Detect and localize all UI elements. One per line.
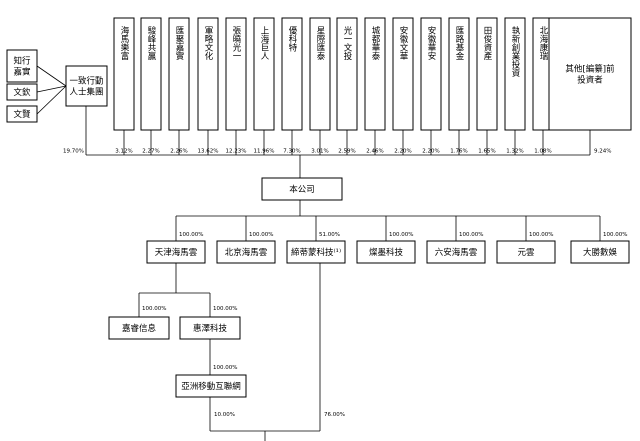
subsidiary-pct-2: 100.00%: [249, 232, 273, 238]
shareholding-pct-11: 2.46%: [366, 149, 383, 155]
subsidiary-pct-7: 100.00%: [603, 232, 627, 238]
shareholder-box-5-label: 張曉光一: [231, 26, 241, 60]
subsidiary-box-1-label: 天津海馬雲: [155, 247, 198, 258]
connector-person3-group: [36, 85, 67, 115]
shareholder-box-12-label: 安徽華安: [426, 25, 436, 61]
shareholder-box-7-label: 優科特: [287, 25, 297, 51]
subsidiary-box-2: [216, 240, 276, 264]
shareholding-pct-17: 1.08%: [534, 149, 551, 155]
asia-mobile-pct: 100.00%: [213, 365, 237, 371]
shareholding-pct-5: 13.62%: [198, 149, 219, 155]
shareholding-pct-6: 12.23%: [226, 149, 247, 155]
other-investors-box-label: 其他[編纂]前: [565, 64, 615, 75]
tianjin-child-box-2-label: 惠澤科技: [193, 323, 228, 334]
shareholder-box-6-label: 上海巨人: [259, 26, 269, 60]
shareholding-pct-12: 2.20%: [394, 149, 411, 155]
shareholder-box-8-label: 星際匯泰: [315, 26, 325, 60]
asia-mobile-box: [175, 374, 247, 398]
person-box-1: [6, 49, 38, 83]
concert-group-box-label: 人士集團: [69, 87, 103, 98]
shareholder-box-11-label: 安徽文華: [398, 25, 408, 60]
shareholding-pct-18: 9.24%: [594, 149, 611, 155]
company-box-label: 本公司: [289, 184, 315, 195]
tianjin-child-pct-1: 100.00%: [142, 306, 166, 312]
shareholding-pct-9: 3.01%: [311, 149, 328, 155]
subsidiary-box-4: [356, 240, 416, 264]
subsidiary-pct-4: 100.00%: [389, 232, 413, 238]
shareholder-box-3-label: 匯聚嘉實: [174, 26, 184, 61]
tianjin-child-box-1-label: 嘉睿信息: [122, 323, 157, 334]
subsidiary-box-3-label: 締蒂蒙科技⁽¹⁾: [291, 247, 341, 258]
subsidiary-pct-5: 100.00%: [459, 232, 483, 238]
shareholder-box-16-label: 北海康瑞: [538, 26, 548, 60]
shareholding-pct-14: 1.76%: [450, 149, 467, 155]
shareholder-box-9-label: 光一文投: [342, 25, 352, 61]
subsidiary-box-5-label: 六安海馬雲: [435, 247, 478, 258]
subsidiary-box-7-label: 大勝數娛: [583, 247, 618, 258]
shareholding-pct-15: 1.65%: [478, 149, 495, 155]
other-investors-box: [548, 17, 632, 131]
subsidiary-box-4-label: 燦墨科技: [369, 247, 404, 258]
person-box-2-label: 文欽: [13, 87, 31, 98]
bottom-pct-2: 76.00%: [324, 412, 345, 418]
shareholding-pct-13: 2.20%: [422, 149, 439, 155]
tianjin-child-box-1: [108, 316, 170, 340]
shareholder-box-10-label: 城都華泰: [370, 26, 380, 60]
subsidiary-pct-6: 100.00%: [529, 232, 553, 238]
other-investors-box-label: 投資者: [577, 75, 603, 86]
subsidiary-pct-3: 51.00%: [319, 232, 340, 238]
shareholding-pct-1: 19.70%: [63, 149, 84, 155]
company-box: [261, 177, 343, 201]
shareholding-pct-10: 2.59%: [338, 149, 355, 155]
shareholding-pct-16: 1.32%: [506, 149, 523, 155]
subsidiary-box-5: [426, 240, 486, 264]
tianjin-child-pct-2: 100.00%: [213, 306, 237, 312]
shareholding-pct-3: 2.27%: [142, 149, 159, 155]
subsidiary-box-2-label: 北京海馬雲: [225, 247, 268, 258]
shareholder-box-13-label: 匯路基金: [454, 26, 464, 60]
bottom-pct-1: 10.00%: [214, 412, 235, 418]
person-box-1-label: 知行: [13, 56, 31, 67]
connector-person2-group: [36, 85, 67, 93]
shareholder-box-2-label: 駿峰共贏: [146, 25, 156, 61]
person-box-1-label: 嘉實: [13, 67, 31, 78]
connector-person1-group: [36, 65, 67, 87]
person-box-3-label: 文賢: [13, 109, 31, 120]
shareholder-box-15-label: 執新創業投資: [510, 25, 520, 78]
shareholding-pct-8: 7.30%: [283, 149, 300, 155]
subsidiary-box-6-label: 元雲: [517, 248, 535, 258]
subsidiary-box-7: [570, 240, 630, 264]
concert-group-box-label: 一致行動: [69, 76, 103, 87]
shareholding-pct-7: 11.96%: [254, 149, 275, 155]
shareholding-pct-2: 3.12%: [115, 149, 132, 155]
shareholder-box-1-label: 海馬樂富: [119, 25, 129, 61]
subsidiary-box-6: [496, 240, 556, 264]
shareholder-box-14-label: 田俊資產: [482, 26, 492, 61]
asia-mobile-box-label: 亞洲移動互聯網: [181, 381, 241, 392]
shareholder-box-4-label: 軍略文化: [203, 26, 213, 61]
shareholding-pct-4: 2.26%: [170, 149, 187, 155]
subsidiary-pct-1: 100.00%: [179, 232, 203, 238]
subsidiary-box-3: [286, 240, 346, 264]
